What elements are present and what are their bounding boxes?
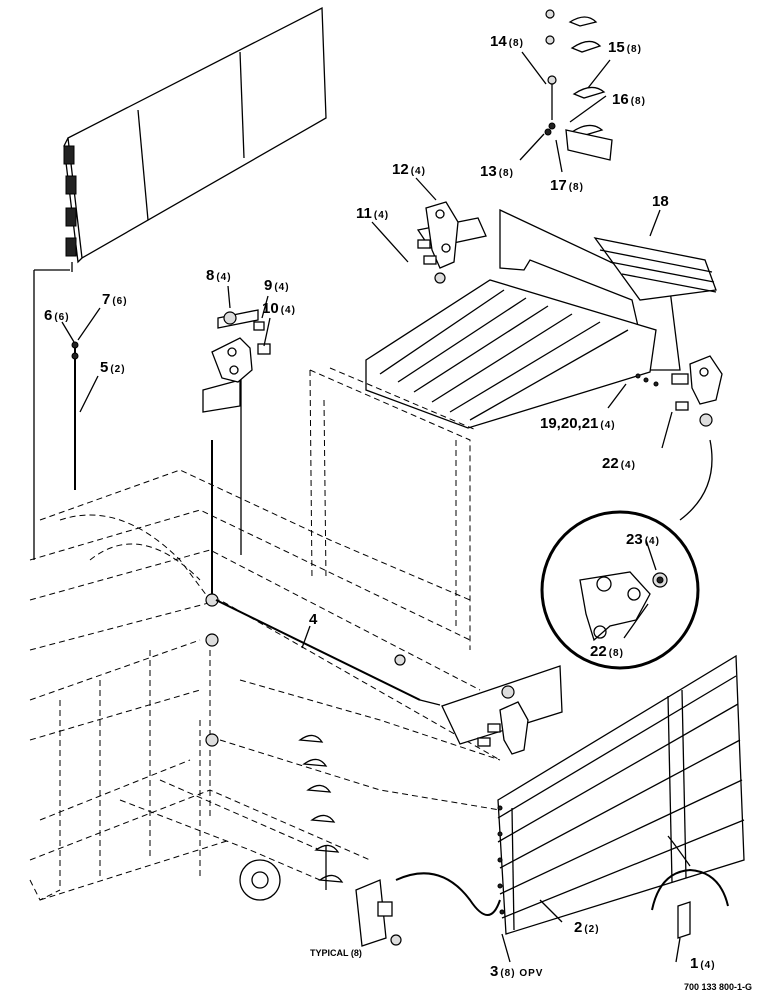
callout-8: 8(4)	[206, 267, 232, 284]
spring-hook-set-13-17	[544, 9, 613, 161]
callout-22-b: 22(8)	[590, 643, 624, 660]
callout-1: 1(4)	[690, 955, 716, 972]
typical-note: TYPICAL (8)	[310, 948, 362, 958]
callout-11: 11(4)	[356, 205, 389, 222]
bracket-group-11-12	[416, 201, 487, 284]
detail-leader	[679, 439, 713, 521]
bale-chute-part-2	[497, 654, 745, 935]
callout-19-20-21: 19,20,21(4)	[540, 415, 616, 432]
frame-hooks	[298, 734, 344, 890]
callout-2: 2(2)	[574, 919, 600, 936]
callout-6: 6(6)	[44, 307, 70, 324]
lower-bracket-group	[441, 665, 563, 755]
callout-4: 4	[309, 611, 318, 628]
bracket-group-19-22	[635, 355, 723, 427]
bale-chute-part-18	[365, 208, 717, 429]
callout-23: 23(4)	[626, 531, 660, 548]
rod-part-5	[71, 341, 242, 600]
drawing-number: 700 133 800-1-G	[684, 982, 752, 992]
callout-9: 9(4)	[264, 277, 290, 294]
bracket-group-8-9-10	[202, 309, 271, 413]
top-left-panel	[63, 6, 327, 272]
callout-7: 7(6)	[102, 291, 128, 308]
callout-18: 18	[652, 193, 669, 210]
callout-22-a: 22(4)	[602, 455, 636, 472]
callout-14: 14(8)	[490, 33, 524, 50]
wear-strip-detail	[651, 835, 729, 939]
callout-16: 16(8)	[612, 91, 646, 108]
callout-15: 15(8)	[608, 39, 642, 56]
callout-17: 17(8)	[550, 177, 584, 194]
baler-main-frame	[29, 367, 501, 901]
typical-hook-detail	[355, 872, 501, 947]
callout-10: 10(4)	[262, 300, 296, 317]
callout-12: 12(4)	[392, 161, 426, 178]
callout-3: 3(8) OPV	[490, 963, 543, 980]
callout-13: 13(8)	[480, 163, 514, 180]
callout-labels: 1(4) 2(2) 3(8) OPV 4 5(2) 6(6) 7(6) 8(4)…	[44, 33, 716, 980]
crossbar-part-4	[215, 599, 421, 701]
detail-circle	[540, 510, 700, 670]
callout-5: 5(2)	[100, 359, 126, 376]
callout-leaders	[61, 51, 681, 963]
